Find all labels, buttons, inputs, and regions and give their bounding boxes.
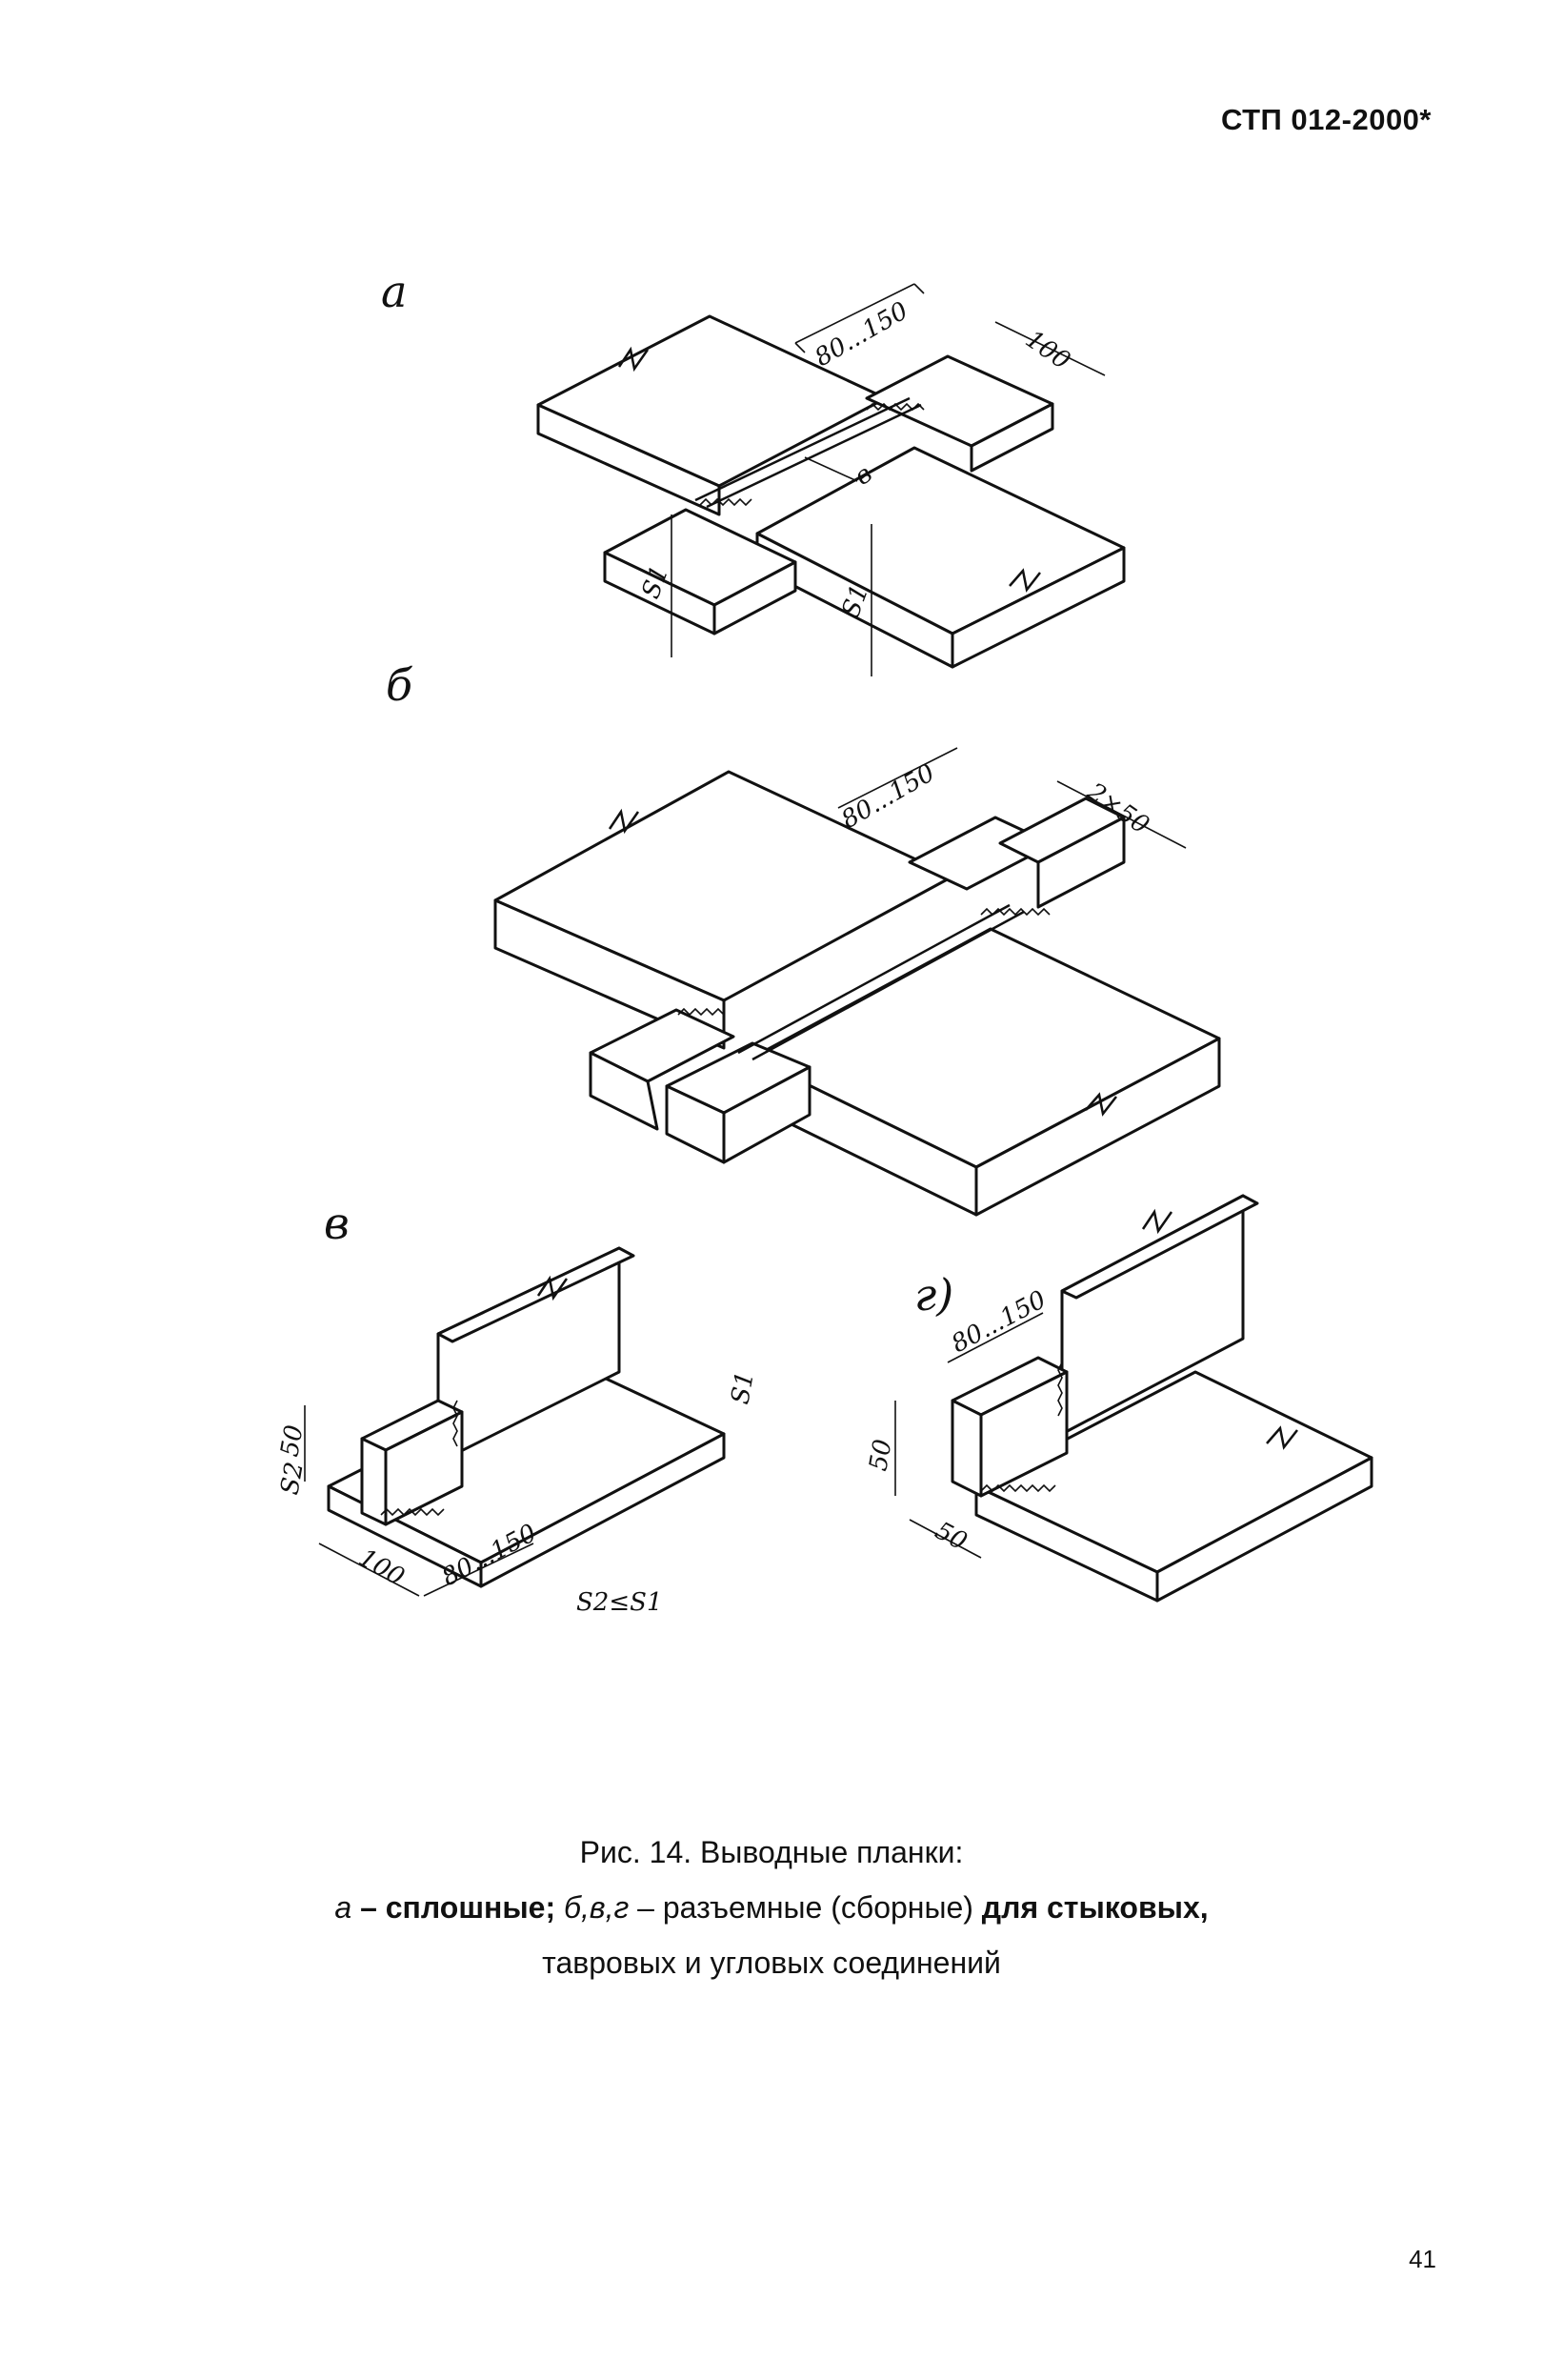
dim-line-b-width [1056,780,1187,849]
weld-hatch-g [980,1361,1063,1493]
caption-part-detachable: – разъемные (сборные) [629,1890,982,1925]
weld-hatch-v [380,1400,458,1517]
base-plate-g-side [1155,1456,1373,1603]
plate-a-right-side [951,546,1126,669]
dim-v-condition: S2≤S1 [576,1588,663,1617]
break-mark-g-1 [1141,1208,1173,1235]
dim-b-length: 80...150 [837,758,940,835]
dim-g-len: 80...150 [947,1285,1051,1359]
figure-14-drawing: а 80...150 100 в S1 S1 б [275,266,1373,1617]
caption-part-a: а [334,1890,352,1925]
dim-g-50-width: 50 [931,1517,972,1557]
figure-g: г) 80...150 50 50 [864,1194,1373,1603]
runoff-tab-v-face [360,1437,388,1526]
figure-v: в 50 S2 S1 100 80...150 S2≤S1 [275,1198,760,1617]
dim-g-50-height: 50 [864,1437,897,1473]
runoff-tab-g-face [951,1399,983,1498]
caption-line-2: а – сплошные; б,в,г – разъемные (сборные… [0,1883,1543,1932]
dim-line-v-len [423,1543,534,1597]
label-v: в [324,1198,350,1249]
figure-b: б 80...150 2×50 [386,659,1221,1217]
weld-hatch-a [699,402,925,507]
runoff-tab-v-side [384,1410,464,1526]
break-mark-g-2 [1266,1425,1298,1450]
label-g: г) [914,1269,953,1321]
web-plate-g-top [1060,1194,1259,1300]
label-b: б [386,659,413,711]
runoff-tab-b-back-side [1036,816,1126,909]
dim-line-g-width [909,1519,982,1559]
web-plate-v-top [436,1246,635,1343]
caption-line-1: Рис. 14. Выводные планки: [579,1835,964,1869]
weld-seam-b [737,903,1025,1061]
runoff-tab-g-side [979,1370,1069,1498]
dim-v-50: 50 [275,1422,309,1459]
break-mark-b-2 [1085,1092,1117,1117]
runoff-tab-a-front-side [712,560,797,635]
caption-line-3: тавровых и угловых соединений [542,1946,1001,1980]
dim-line-v-100 [318,1543,420,1597]
base-plate-v-side [479,1432,726,1588]
figure-a: а 80...150 100 в S1 S1 [381,266,1126,676]
dim-v-100: 100 [354,1543,410,1592]
plate-b-left-front [493,898,726,1050]
dim-v-s1: S1 [726,1369,760,1406]
dim-line-a-length [794,283,925,353]
break-mark-b-1 [608,808,640,835]
dim-line-a-gap [804,456,858,482]
weld-hatch-b [677,907,1051,1017]
caption-part-solid: – сплошные; [351,1890,564,1925]
break-mark-a-2 [1009,568,1041,593]
dim-v-s2: S2 [275,1460,310,1497]
break-mark-v [536,1275,569,1301]
dim-a-width: 100 [1020,325,1075,375]
document-code: СТП 012-2000* [1220,103,1432,136]
runoff-tab-a-back-side [970,402,1054,473]
dim-line-a-width [994,321,1106,376]
break-mark-a-1 [617,346,650,373]
caption-part-butt: для стыковых, [981,1890,1209,1925]
page-number: 41 [1409,2245,1436,2273]
dim-line-b-length [837,747,958,809]
runoff-tab-b-front-2-side [722,1065,812,1164]
dim-a-length: 80...150 [811,296,913,373]
runoff-tab-b-front-1-face [589,1051,659,1131]
label-a: а [381,266,407,317]
weld-seam-a [694,396,922,509]
plate-a-left-front [536,403,721,516]
plate-b-right-side [974,1037,1221,1217]
caption-part-bvg: б,в,г [564,1890,630,1925]
dim-line-g-len [947,1312,1044,1363]
